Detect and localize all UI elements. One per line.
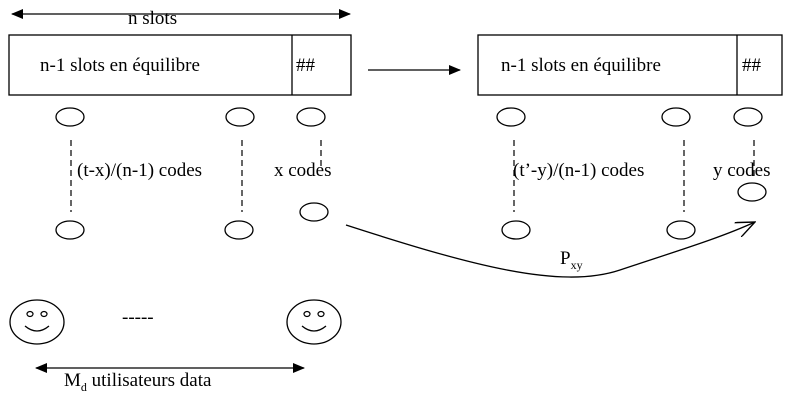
left-slot-box: [8, 34, 352, 96]
x-codes-label: x codes: [274, 160, 332, 181]
code-oval: [296, 107, 326, 127]
left-codes-label: (t-x)/(n-1) codes: [77, 160, 202, 181]
user-smiley-icon: [9, 299, 65, 345]
code-oval: [224, 220, 254, 240]
users-label-sub: d: [81, 380, 87, 394]
transition-label: Pxy: [560, 248, 583, 272]
users-ellipsis-dashes: -----: [122, 307, 154, 328]
transition-curve-arrow: [345, 222, 755, 278]
code-oval: [55, 107, 85, 127]
left-box-label: n-1 slots en équilibre: [40, 55, 200, 76]
y-codes-label: y codes: [713, 160, 771, 181]
right-codes-label: (t’-y)/(n-1) codes: [513, 160, 644, 181]
code-oval: [737, 182, 767, 202]
code-oval: [299, 202, 329, 222]
code-oval: [501, 220, 531, 240]
right-box-hash-label: ##: [742, 55, 762, 76]
code-oval: [733, 107, 763, 127]
right-slot-box: [477, 34, 783, 96]
transition-label-base: P: [560, 248, 571, 269]
transition-label-sub: xy: [571, 258, 583, 272]
users-label-base: M: [64, 370, 81, 391]
users-label-rest: utilisateurs data: [87, 370, 212, 391]
code-oval: [666, 220, 696, 240]
code-oval: [496, 107, 526, 127]
user-smiley-icon: [286, 299, 342, 345]
code-oval: [55, 220, 85, 240]
n-slots-label: n slots: [128, 8, 177, 29]
code-oval: [661, 107, 691, 127]
left-box-hash-label: ##: [296, 55, 316, 76]
users-label: Md utilisateurs data: [64, 370, 212, 394]
code-oval: [225, 107, 255, 127]
right-box-label: n-1 slots en équilibre: [501, 55, 661, 76]
